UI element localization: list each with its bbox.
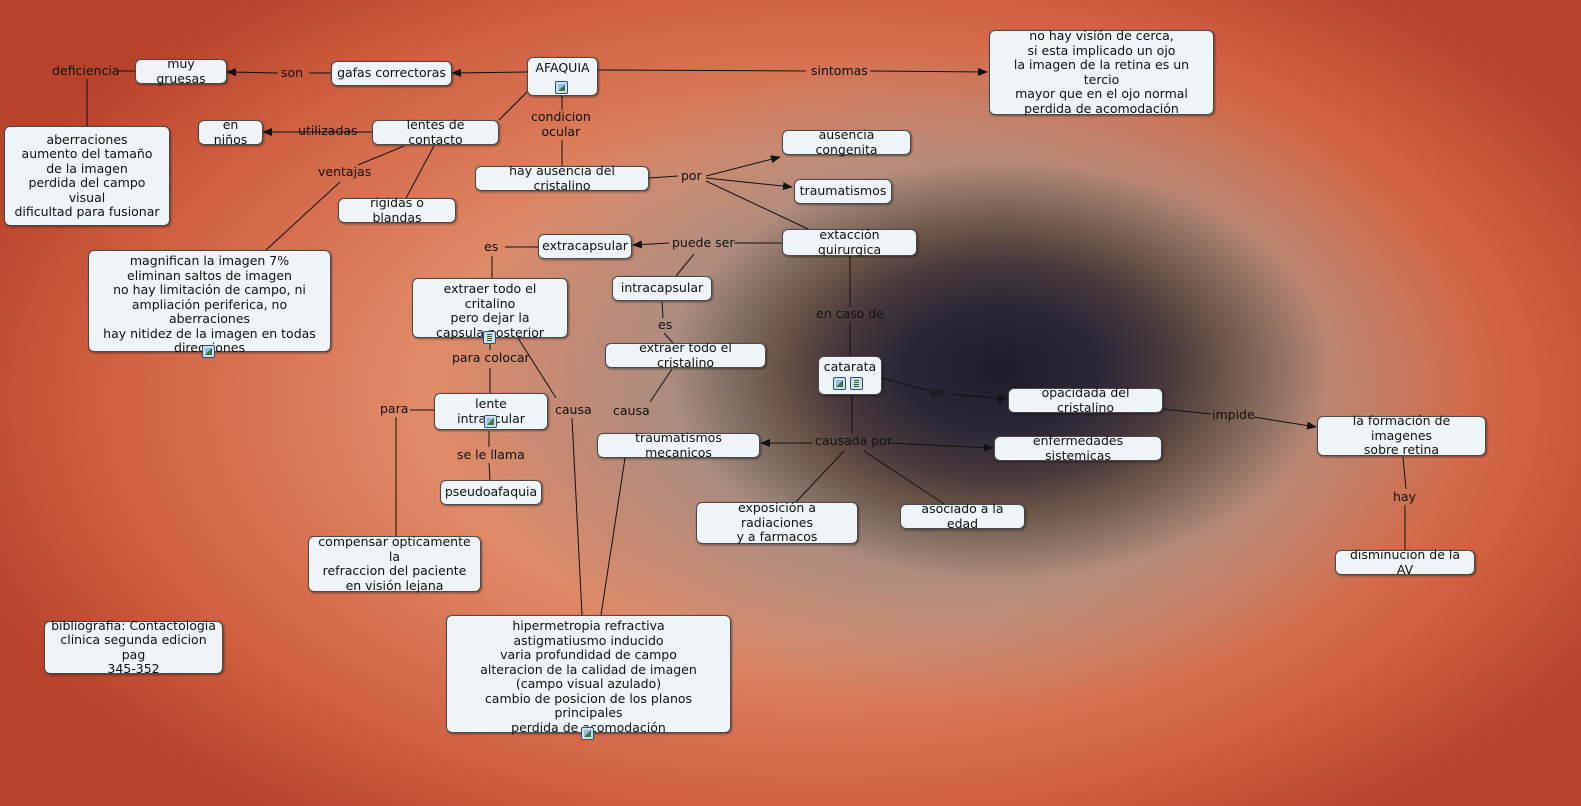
concept-extracapsular[interactable]: extracapsular [538,234,632,259]
concept-catarata-label: catarata [823,359,877,374]
concept-hipermetropia[interactable]: hipermetropia refractiva astigmatiusmo i… [446,615,731,735]
image-resource-icon[interactable] [581,727,594,740]
document-resource-icon[interactable] [483,331,496,344]
connector-line [405,145,435,199]
connector-line [597,69,807,72]
connector-line [517,337,557,399]
concept-afaquia-label: AFAQUIA [535,60,590,75]
connector-line [661,301,664,319]
link-en-caso-de: en caso de [816,306,884,321]
concept-extraer-capsula-label: extraer todo el critalino pero dejar la … [435,281,545,340]
concept-formacion-imagenes[interactable]: la formación de imagenes sobre retina [1317,414,1486,457]
link-para: para [380,401,409,416]
concept-gafas-correctoras[interactable]: gafas correctoras [331,61,452,86]
concept-bibliografia[interactable]: bibliografia: Contactologia clinica segu… [44,618,223,676]
link-causa-2: causa [613,403,650,418]
connector-line [869,67,988,76]
connector-line [663,332,674,344]
concept-asociado-edad[interactable]: asociado a la edad [900,501,1025,530]
concept-extraer-todo[interactable]: extraer todo el cristalino [605,340,766,369]
connector-line [675,253,695,277]
connector-line [265,181,341,251]
connector-line [488,462,491,481]
concept-exposicion[interactable]: exposición a radiaciones y a farmacos [696,501,858,544]
link-condicion-ocular: condicion ocular [531,109,591,139]
connector-line [881,377,931,392]
connector-line [705,155,781,177]
connector-line [949,393,1008,403]
connector-line [571,417,583,616]
link-es-catarata: es [931,385,946,400]
connector-line [863,450,945,505]
link-utilizadas: utilizadas [298,123,358,138]
concept-ausencia-congenita[interactable]: ausencia congenita [782,127,911,156]
concept-intracapsular[interactable]: intracapsular [612,276,712,301]
concept-en-ninos[interactable]: en niños [198,117,263,146]
link-sintomas: sintomas [811,63,868,78]
concept-traumatismos[interactable]: traumatismos [794,179,892,204]
link-es-extracapsular: es [484,239,499,254]
image-resource-icon[interactable] [833,377,846,390]
connector-line [226,68,279,77]
connector-line [1162,408,1212,415]
concept-extaccion-quirurgica[interactable]: extacción quirurgica [782,227,917,256]
connector-line [648,175,679,179]
link-por: por [681,168,702,183]
connector-line [451,68,528,77]
link-causa-1: causa [555,402,592,417]
connector-line [600,457,626,616]
concept-aberraciones[interactable]: aberraciones aumento del tamaño de la im… [4,126,170,226]
connector-line [795,450,845,503]
connector-line [705,177,793,191]
document-resource-icon[interactable] [850,377,863,390]
link-deficiencia: deficiencia [52,63,120,78]
connector-line [1253,416,1317,430]
link-se-le-llama: se le llama [457,447,525,462]
connector-line [887,442,994,452]
concept-hay-ausencia[interactable]: hay ausencia del cristalino [475,163,649,192]
concept-opacidad[interactable]: opacidada del cristalino [1008,385,1163,414]
concept-compensar[interactable]: compensar opticamente la refraccion del … [308,534,481,592]
link-impide: impide [1212,407,1255,422]
link-causada-por: causada por [815,433,892,448]
concept-disminucion-av[interactable]: disminucion de la AV [1335,547,1475,576]
connector-line [1402,456,1407,490]
connector-line [632,240,670,249]
concept-sintomas[interactable]: no hay visión de cerca, si esta implicad… [989,28,1214,115]
concept-afaquia[interactable]: AFAQUIA [527,57,598,96]
concept-extraer-capsula[interactable]: extraer todo el critalino pero dejar la … [412,278,568,340]
link-son: son [281,65,304,80]
link-hay: hay [1393,489,1416,504]
connector-line [357,145,405,166]
image-resource-icon[interactable] [202,345,215,358]
concept-rigidas-o-blandas[interactable]: rigidas o blandas [338,195,456,224]
concept-enfermedades-sistemicas[interactable]: enfermedades sistemicas [994,433,1162,462]
link-puede-ser: puede ser [672,235,735,250]
link-para-colocar: para colocar [452,350,530,365]
concept-hipermetropia-label: hipermetropia refractiva astigmatiusmo i… [480,618,697,735]
link-es-intracapsular: es [658,317,673,332]
image-resource-icon[interactable] [555,81,568,94]
concept-traumatismos-mecanicos[interactable]: traumatismos mecanicos [597,430,760,459]
concept-lentes-de-contacto[interactable]: lentes de contacto [372,117,499,146]
concept-magnifican[interactable]: magnifican la imagen 7% eliminan saltos … [88,250,331,355]
image-resource-icon[interactable] [484,415,497,428]
concept-pseudoafaquia[interactable]: pseudoafaquia [440,480,542,505]
link-ventajas: ventajas [318,164,372,179]
concept-muy-gruesas[interactable]: muy gruesas [135,56,227,85]
concept-magnifican-label: magnifican la imagen 7% eliminan saltos … [103,253,316,354]
connector-line [705,180,809,230]
connector-line [649,368,673,403]
